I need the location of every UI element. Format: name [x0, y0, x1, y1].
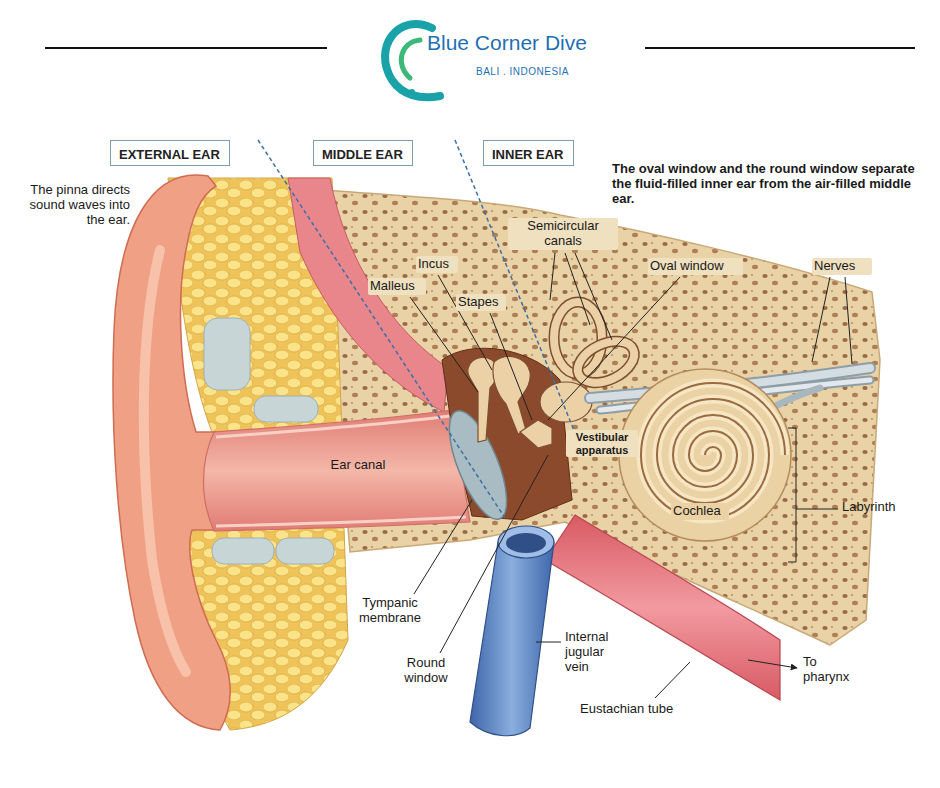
region-header-box: INNER EAR [483, 140, 574, 166]
region-header-text: EXTERNAL EAR [119, 147, 220, 162]
cochlea [619, 369, 791, 541]
part-label: Tympanic membrane [350, 596, 430, 626]
stapes [520, 420, 552, 448]
part-label: Malleus [368, 278, 426, 295]
part-label: To pharynx [803, 655, 865, 685]
note-text: The oval window and the round window sep… [612, 162, 917, 207]
semicircular-canal [571, 333, 641, 391]
part-label: Ear canal [330, 458, 386, 473]
vestibule [540, 382, 592, 422]
part-label: Oval window [648, 258, 743, 275]
note-text: The pinna directs sound waves into the e… [12, 183, 130, 228]
logo-subtitle: BALI . INDONESIA [476, 66, 626, 78]
part-label: Round window [394, 656, 458, 686]
ear-canal [204, 410, 471, 531]
cartilage [276, 538, 334, 564]
region-divider [258, 140, 505, 518]
pinna-fold [144, 250, 186, 672]
canal-skin [216, 416, 450, 437]
region-header-box: MIDDLE EAR [313, 140, 413, 166]
rule-line [45, 47, 327, 49]
part-label: Incus [416, 256, 458, 273]
canal-skin [216, 517, 466, 526]
cochlea-spiral [641, 383, 785, 519]
logo-swirl [401, 40, 420, 78]
logo-dot [409, 89, 415, 95]
region-header-text: INNER EAR [492, 147, 564, 162]
region-divider [455, 140, 578, 440]
cartilage [204, 318, 250, 390]
jugular-vein [470, 542, 554, 736]
semicircular-canal [571, 333, 641, 391]
part-label: Internal jugular vein [565, 630, 625, 675]
region-header-box: EXTERNAL EAR [110, 140, 230, 166]
rule-line [645, 47, 915, 49]
cartilage [212, 538, 274, 564]
cochlea-spiral [641, 383, 785, 519]
part-label: Stapes [456, 294, 506, 311]
logo [45, 24, 915, 97]
part-label: Semicircular canals [508, 218, 618, 250]
part-label: Nerves [812, 258, 872, 275]
eustachian-tube [545, 515, 780, 700]
region-header-text: MIDDLE EAR [322, 147, 403, 162]
part-label: Vestibular apparatus [566, 430, 638, 457]
part-label: Cochlea [671, 503, 729, 520]
leader-lines [410, 253, 852, 698]
part-label: Eustachian tube [580, 702, 710, 717]
logo-text: Blue Corner Dive [427, 31, 647, 55]
skin-layer [288, 178, 448, 412]
cartilage [254, 396, 318, 422]
vein-lumen [506, 533, 546, 553]
part-label: Labyrinth [842, 500, 922, 515]
